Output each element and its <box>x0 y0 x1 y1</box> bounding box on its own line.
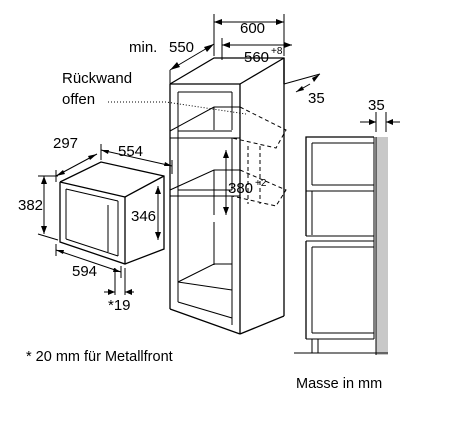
dim-min-depth: min. 550 <box>129 39 215 84</box>
niche-width-tolerance: +8 <box>271 46 283 57</box>
niche-height-tolerance: +2 <box>255 178 267 189</box>
dim-niche-height: 380 +2 <box>223 150 267 215</box>
dim-niche-width: 560 +8 <box>221 38 292 66</box>
niche-height-label: 380 <box>228 180 253 197</box>
min-depth-label: 550 <box>169 39 194 56</box>
side-gap-label: 35 <box>368 97 385 114</box>
microwave-appliance <box>59 161 165 265</box>
appliance-width-label: 554 <box>118 143 143 160</box>
dim-appliance-width: 554 <box>100 143 173 174</box>
tall-cabinet <box>169 57 287 335</box>
dim-appliance-height: 382 <box>18 175 59 241</box>
front-width-label: 594 <box>72 263 97 280</box>
back-wall-note: Rückwand offen <box>62 70 247 115</box>
dim-front-offset: *19 <box>104 268 134 314</box>
dim-door-height: 346 <box>131 186 161 240</box>
dim-rear-gap: 35 <box>283 73 325 107</box>
dim-appliance-depth: 297 <box>53 135 98 182</box>
rear-gap-label: 35 <box>308 90 325 107</box>
cabinet-width-label: 600 <box>240 20 265 37</box>
front-offset-label: *19 <box>108 297 131 314</box>
back-wall-label-line1: Rückwand <box>62 70 132 87</box>
niche-width-label: 560 <box>244 49 269 66</box>
side-section-view <box>294 136 388 355</box>
dim-side-gap: 35 <box>360 97 400 132</box>
min-depth-prefix: min. <box>129 39 157 56</box>
footnote: * 20 mm für Metallfront <box>26 349 173 365</box>
units-note: Masse in mm <box>296 376 382 392</box>
back-wall-label-line2: offen <box>62 91 95 108</box>
dim-front-width: 594 <box>55 244 122 280</box>
door-height-label: 346 <box>131 208 156 225</box>
dim-cabinet-width: 600 <box>213 14 285 56</box>
appliance-height-label: 382 <box>18 197 43 214</box>
appliance-depth-label: 297 <box>53 135 78 152</box>
